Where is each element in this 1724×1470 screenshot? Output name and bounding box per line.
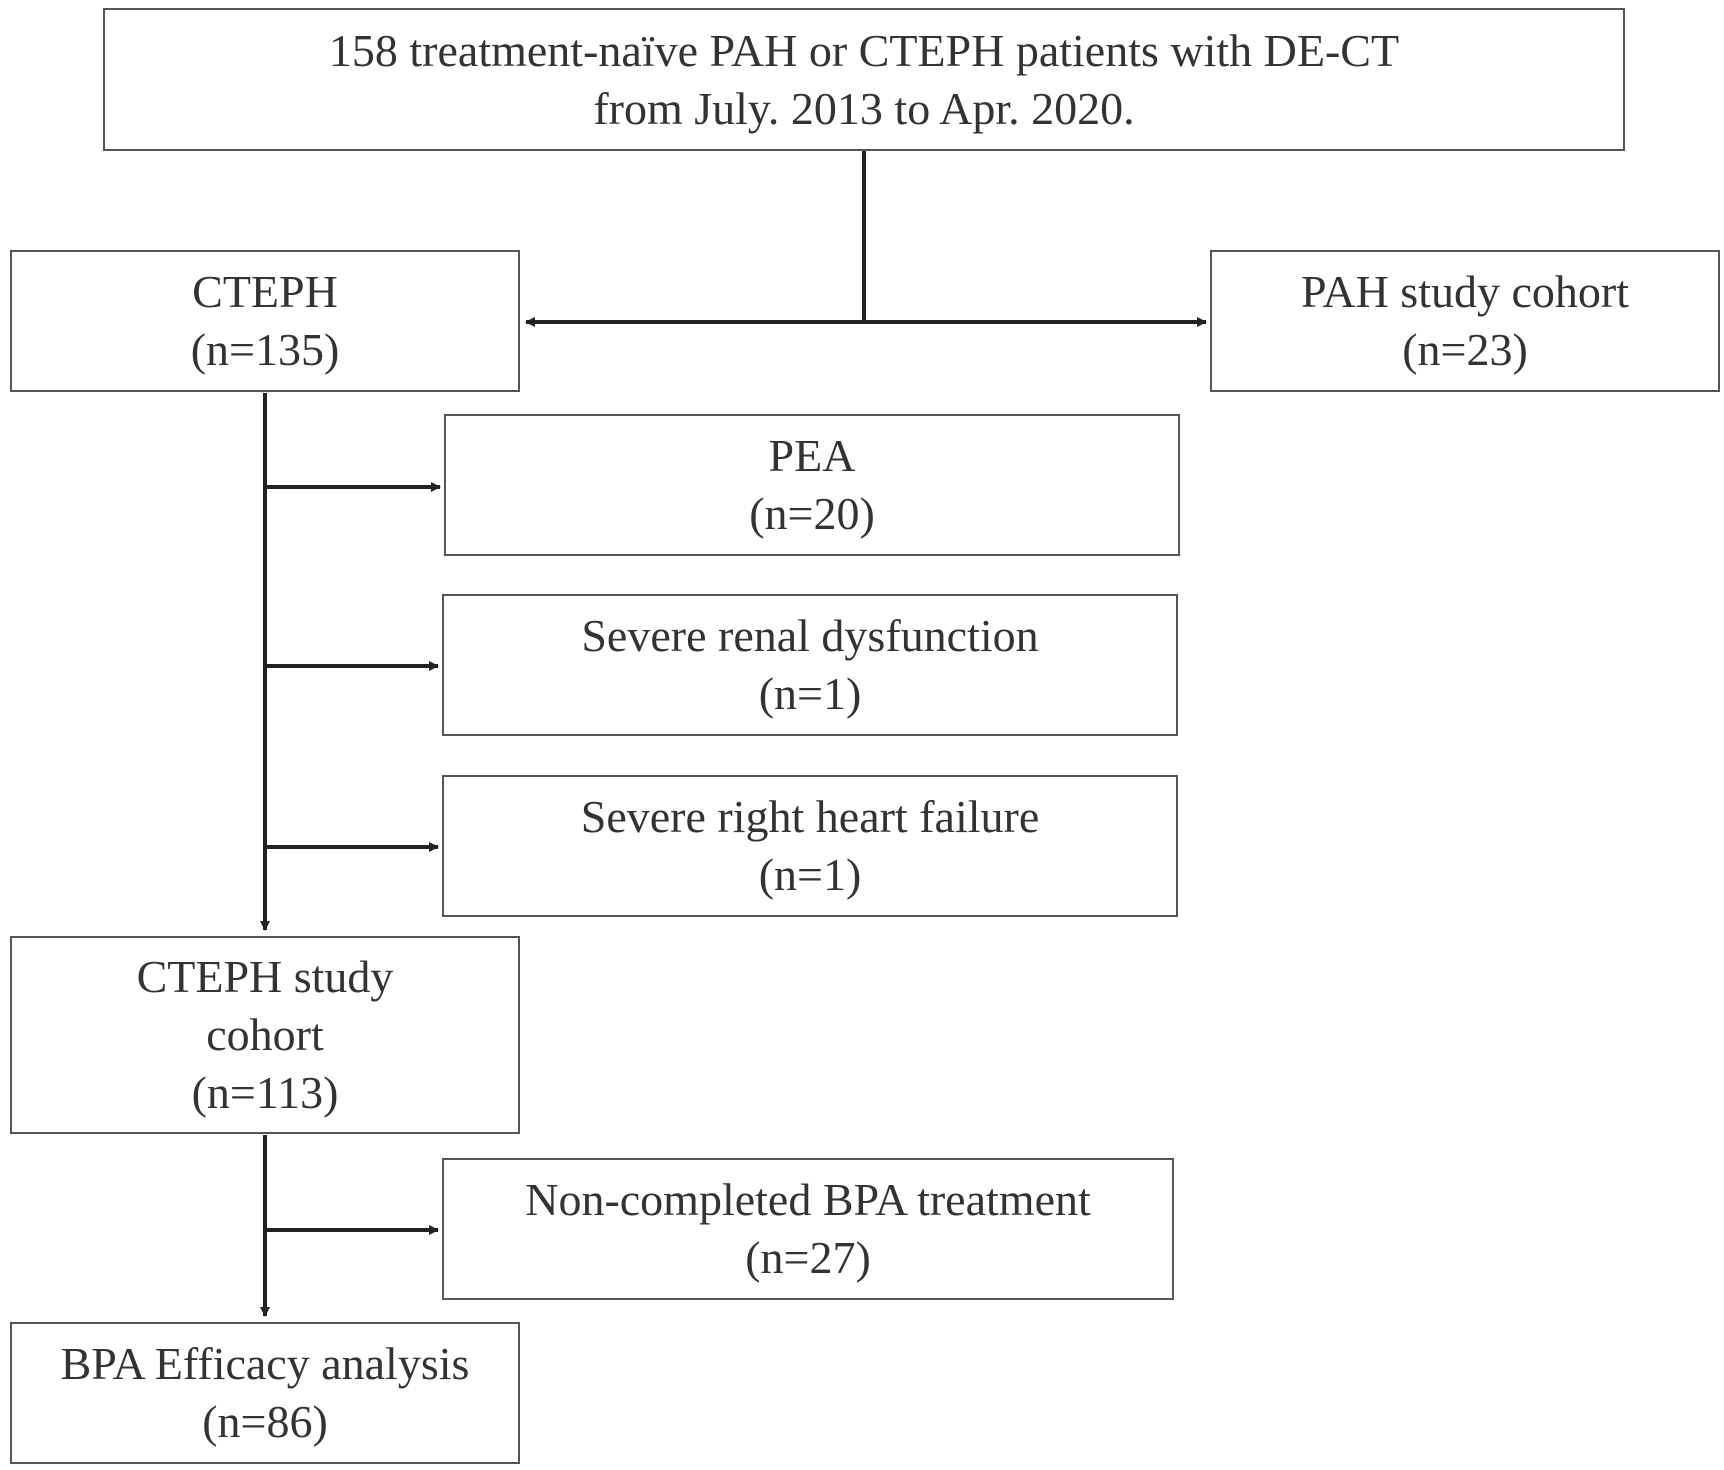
cteph-label: CTEPH [192, 266, 338, 317]
source-line-2: from July. 2013 to Apr. 2020. [593, 82, 1135, 134]
bpa-efficacy-box: BPA Efficacy analysis (n=86) [10, 1322, 520, 1464]
pea-label: PEA [768, 430, 856, 481]
heart-count: (n=1) [758, 849, 862, 900]
cteph-count: (n=135) [190, 324, 340, 375]
source-population-box: 158 treatment-naïve PAH or CTEPH patient… [103, 8, 1625, 151]
heart-label: Severe right heart failure [580, 791, 1040, 842]
renal-label: Severe renal dysfunction [581, 610, 1039, 661]
noncompleted-bpa-box: Non-completed BPA treatment (n=27) [442, 1158, 1174, 1300]
source-line-1: 158 treatment-naïve PAH or CTEPH patient… [328, 24, 1400, 76]
efficacy-label: BPA Efficacy analysis [60, 1338, 470, 1389]
pea-count: (n=20) [749, 488, 875, 539]
pah-cohort-box: PAH study cohort (n=23) [1210, 250, 1720, 392]
pea-box: PEA (n=20) [444, 414, 1180, 556]
cteph-cohort-label-2: cohort [206, 1009, 324, 1060]
cteph-study-cohort-box: CTEPH study cohort (n=113) [10, 936, 520, 1134]
cteph-cohort-count: (n=113) [191, 1067, 339, 1118]
noncompleted-count: (n=27) [745, 1232, 871, 1283]
cteph-box: CTEPH (n=135) [10, 250, 520, 392]
efficacy-count: (n=86) [202, 1396, 328, 1447]
pah-cohort-count: (n=23) [1402, 324, 1528, 375]
renal-count: (n=1) [758, 668, 862, 719]
pah-cohort-label: PAH study cohort [1301, 266, 1629, 317]
heart-failure-box: Severe right heart failure (n=1) [442, 775, 1178, 917]
renal-dysfunction-box: Severe renal dysfunction (n=1) [442, 594, 1178, 736]
noncompleted-label: Non-completed BPA treatment [525, 1174, 1091, 1225]
cteph-cohort-label-1: CTEPH study [136, 951, 394, 1002]
